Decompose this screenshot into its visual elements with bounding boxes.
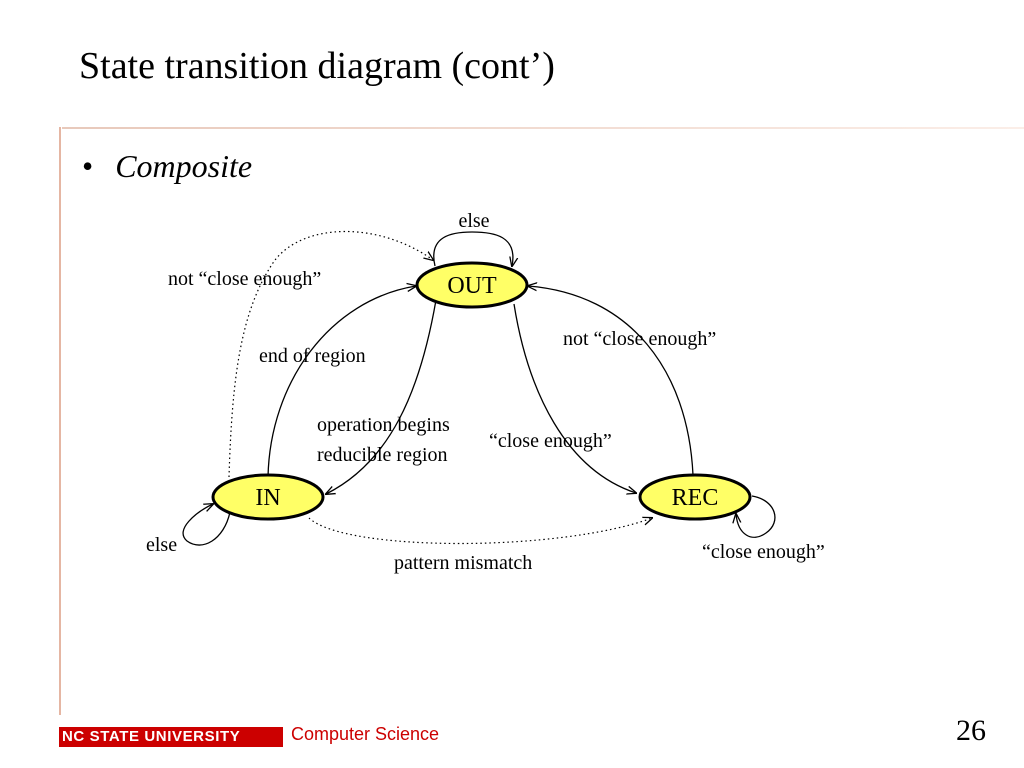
page-number: 26	[956, 714, 986, 747]
out-to-in-transition	[326, 299, 437, 494]
department-name: Computer Science	[291, 724, 440, 744]
out-to-in-label-line2: reducible region	[317, 444, 448, 466]
rec-to-out-transition	[528, 286, 694, 476]
in-to-out-dotted-label: not “close enough”	[168, 268, 321, 290]
in-self-loop	[182, 504, 231, 546]
in-to-out-dotted-transition	[228, 230, 433, 478]
university-logo: NC STATE UNIVERSITY	[59, 727, 283, 747]
rec-self-loop	[736, 495, 776, 538]
state-in-label: IN	[255, 485, 280, 511]
rec-to-out-label: not “close enough”	[563, 328, 716, 350]
out-to-in-label-line1: operation begins	[317, 414, 450, 436]
title-divider	[62, 127, 1024, 129]
bullet-item: • Composite	[82, 148, 252, 185]
in-to-out-transition	[267, 286, 416, 478]
in-to-rec-dotted-label: pattern mismatch	[394, 552, 532, 574]
state-rec: REC	[638, 473, 752, 521]
bullet-text: Composite	[115, 148, 253, 184]
rec-self-label: “close enough”	[702, 541, 825, 563]
state-out-label: OUT	[447, 273, 497, 299]
in-to-rec-dotted-transition	[308, 518, 652, 545]
left-margin-rule	[59, 127, 61, 715]
slide-title: State transition diagram (cont’)	[79, 45, 555, 87]
bullet-marker: •	[82, 148, 94, 184]
out-self-loop	[433, 231, 513, 266]
in-self-label: else	[146, 534, 177, 556]
in-to-out-label: end of region	[259, 345, 366, 367]
state-rec-label: REC	[672, 485, 719, 511]
out-self-label: else	[458, 210, 489, 232]
state-in: IN	[211, 473, 325, 521]
out-to-rec-transition	[513, 303, 636, 493]
out-to-rec-label: “close enough”	[489, 430, 612, 452]
state-out: OUT	[415, 261, 529, 309]
